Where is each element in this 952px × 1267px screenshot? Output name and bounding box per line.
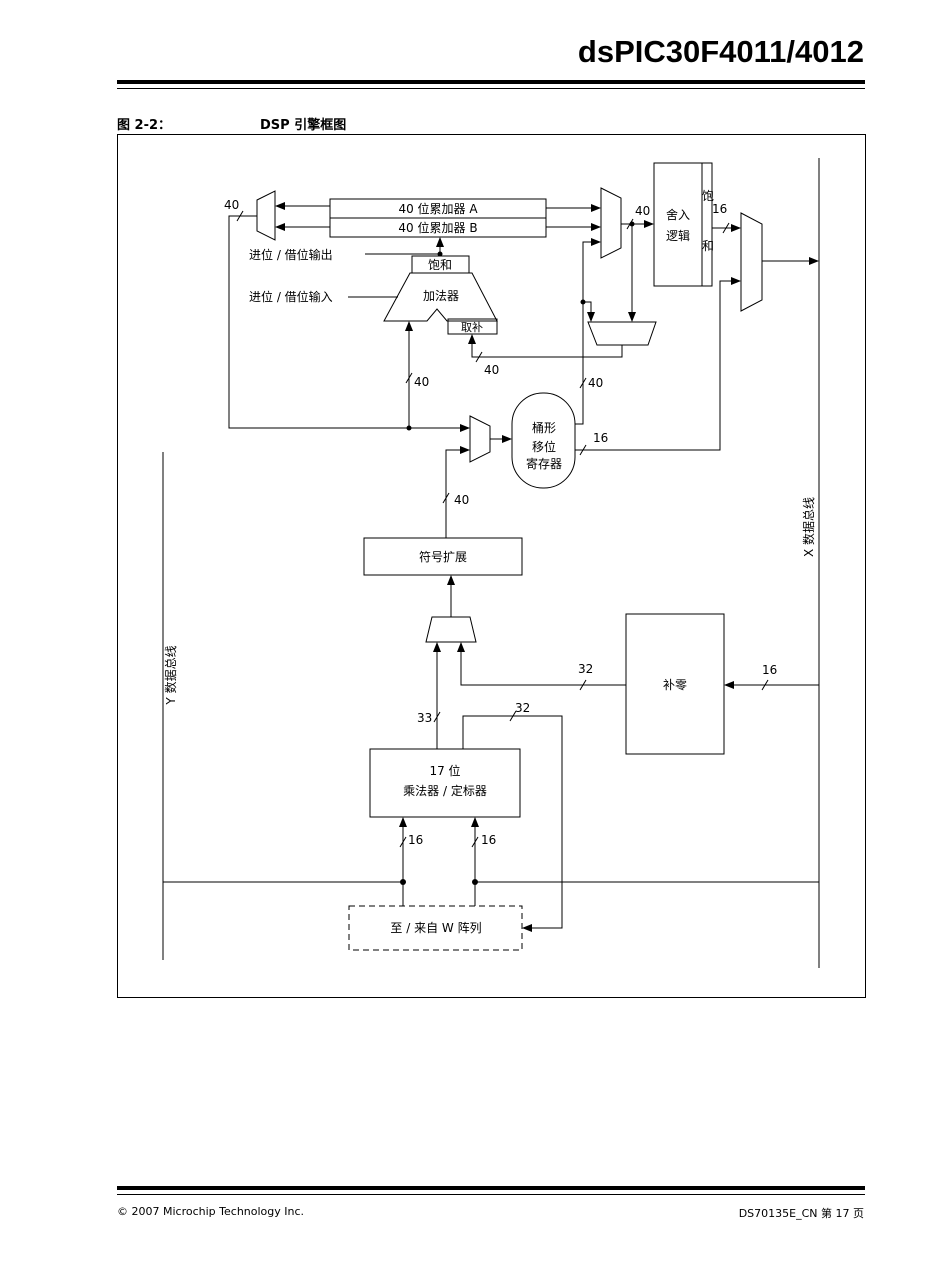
slash <box>405 372 413 384</box>
width-32: 32 <box>578 662 593 676</box>
slash <box>399 836 407 848</box>
junction-dot <box>437 251 443 257</box>
barrel-shifter <box>511 392 576 489</box>
barrel-label-3: 寄存器 <box>526 456 562 471</box>
width-16: 16 <box>712 202 727 216</box>
adder-label: 加法器 <box>423 289 459 303</box>
output-mux <box>740 212 763 312</box>
acc-a-label: 40 位累加器 A <box>398 201 478 216</box>
round-logic-box <box>653 162 703 287</box>
saturate-box-right <box>701 162 713 287</box>
zero-pad-label: 补零 <box>663 678 687 692</box>
negate-mux-to-negate <box>468 334 623 358</box>
mult-label-1: 17 位 <box>429 763 460 778</box>
sign-extend-to-barrel-mux <box>445 446 470 538</box>
slash <box>442 492 450 504</box>
sat-label-1: 饱 <box>702 188 714 203</box>
figure-number: 图 2-2： <box>117 118 172 133</box>
multiplier-box <box>369 748 521 818</box>
footer-rule-thick <box>117 1186 865 1190</box>
width-40: 40 <box>454 493 469 507</box>
barrel-to-out-mux <box>575 277 741 451</box>
saturate-label: 饱和 <box>428 257 452 272</box>
junction-dot <box>629 221 635 227</box>
adder-shape <box>383 272 498 322</box>
header-rule-thick <box>117 80 865 84</box>
width-32: 32 <box>515 701 530 715</box>
figure-title: DSP 引擎框图 <box>260 118 347 133</box>
sat-label-2: 和 <box>702 239 714 253</box>
negate-label: 取补 <box>461 321 483 334</box>
width-40: 40 <box>635 204 650 218</box>
slash <box>579 679 587 691</box>
barrel-label-2: 移位 <box>532 439 556 454</box>
width-40: 40 <box>224 198 239 212</box>
left-mux-feed <box>228 215 470 432</box>
slash <box>471 836 479 848</box>
mult-label-2: 乘法器 / 定标器 <box>403 783 487 798</box>
slash <box>761 679 769 691</box>
slash <box>722 222 730 234</box>
figure-frame <box>117 134 866 998</box>
slash <box>509 710 517 722</box>
zero-pad-to-mux <box>457 642 626 686</box>
width-40: 40 <box>414 375 429 389</box>
w-array-label: 至 / 来自 W 阵列 <box>390 921 481 935</box>
lower-mux <box>425 616 477 643</box>
junction-dot <box>580 299 586 305</box>
mult-to-w-array <box>462 715 563 932</box>
left-mux <box>256 190 276 241</box>
negate-mux <box>587 321 657 346</box>
slash <box>475 351 483 363</box>
barrel-label-1: 桶形 <box>532 420 556 435</box>
x-bus-label: X 数据总线 <box>801 497 816 557</box>
carry-in-label: 进位 / 借位输入 <box>249 289 333 304</box>
carry-out-label: 进位 / 借位输出 <box>249 247 333 262</box>
junction-dot <box>406 425 412 431</box>
barrel-mux <box>469 415 491 463</box>
barrel-to-mux <box>575 238 601 425</box>
width-40: 40 <box>484 363 499 377</box>
width-16: 16 <box>408 833 423 847</box>
slash <box>579 377 587 389</box>
round-label-2: 逻辑 <box>666 229 690 243</box>
width-16: 16 <box>593 431 608 445</box>
footer-rule-thin <box>117 1194 865 1195</box>
acc-b-label: 40 位累加器 B <box>398 220 477 235</box>
width-40: 40 <box>588 376 603 390</box>
junction-dot <box>400 879 406 885</box>
junction-dot <box>472 879 478 885</box>
footer-doc-id: DS70135E_CN 第 17 页 <box>738 1207 864 1220</box>
page-title: dsPIC30F4011/4012 <box>577 34 864 69</box>
header-rule-thin <box>117 88 865 89</box>
round-label-1: 舍入 <box>666 207 690 222</box>
width-33: 33 <box>417 711 432 725</box>
width-16: 16 <box>481 833 496 847</box>
slash <box>579 444 587 456</box>
acc-out-mux <box>600 187 622 259</box>
slash <box>433 711 441 723</box>
sign-extend-box <box>363 537 523 576</box>
width-16: 16 <box>762 663 777 677</box>
footer-copyright: © 2007 Microchip Technology Inc. <box>117 1205 305 1218</box>
barrel-branch-negate <box>583 301 595 322</box>
slash <box>236 210 244 222</box>
sign-extend-label: 符号扩展 <box>419 549 467 564</box>
y-bus-label: Y 数据总线 <box>163 645 178 705</box>
